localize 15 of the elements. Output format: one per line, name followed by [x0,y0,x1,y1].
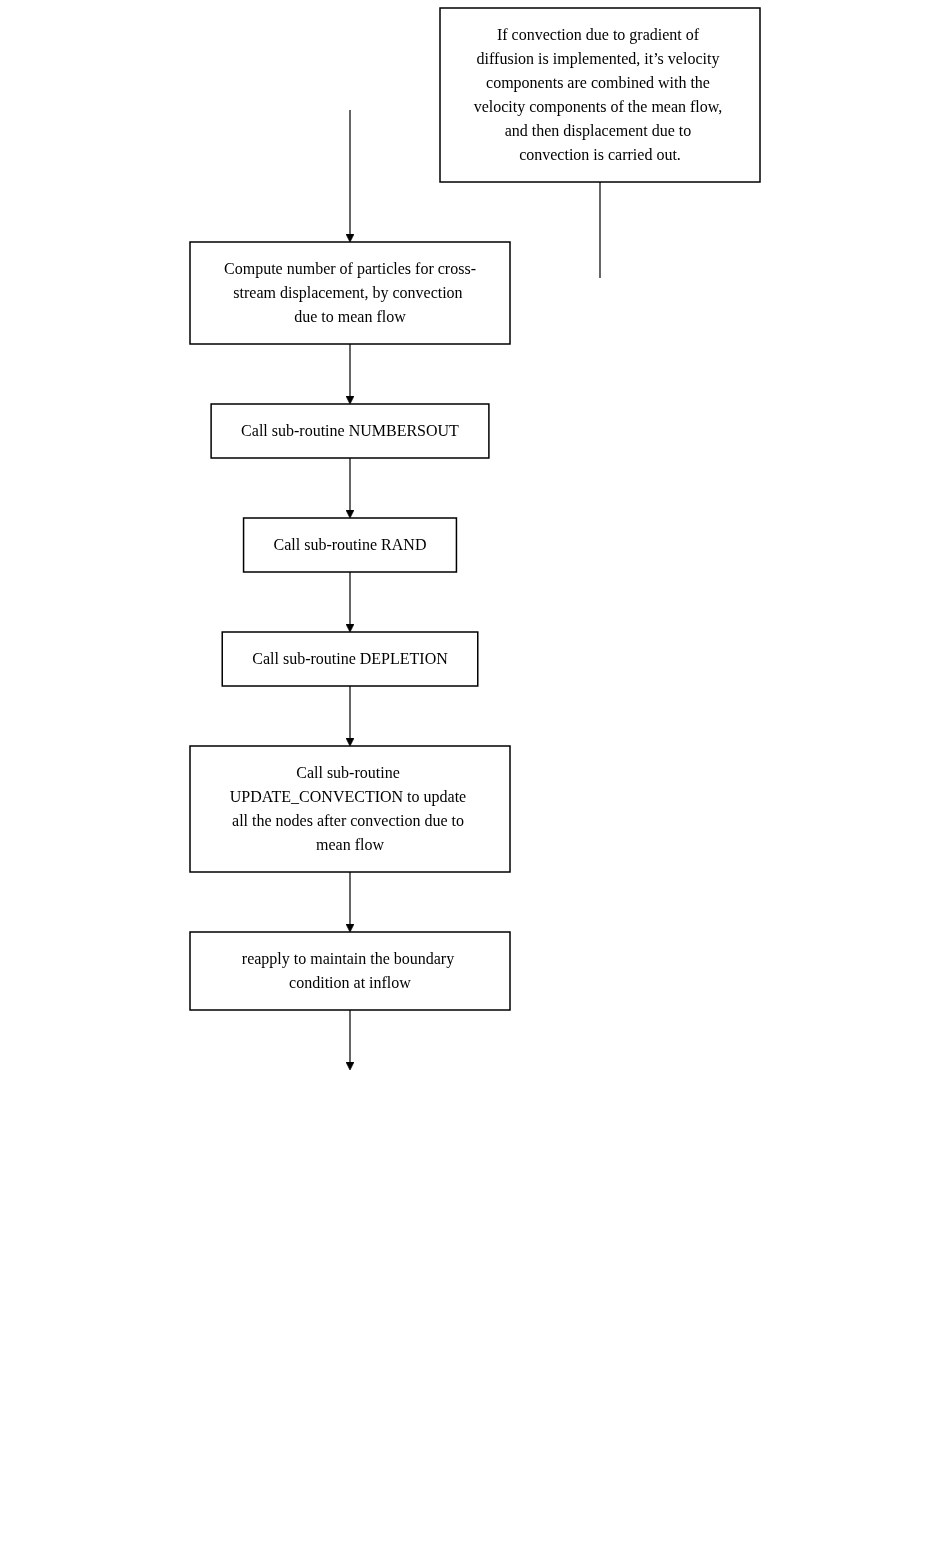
arrow [345,343,355,405]
connector [599,181,601,279]
arrow [345,109,355,243]
arrow [345,571,355,633]
node-box: Call sub-routine UPDATE_CONVECTION to update all the nodes after convection due to mean flow [189,745,511,873]
arrow [345,457,355,519]
node-box: If convection due to gradient of diffusion is implemented, it’s velocity components are combined with the velocity components of the mean flow, and then displacement due to convection is carried out. [439,7,761,183]
arrow [345,685,355,747]
node-box: Call sub-routine DEPLETION [221,631,479,687]
node-box: Call sub-routine RAND [242,517,458,573]
arrow [345,1009,355,1071]
node-box: Compute number of particles for cross-stream displacement, by convection due to mean flow [189,241,511,345]
arrow [345,871,355,933]
node-box: reapply to maintain the boundary condition at inflow [189,931,511,1011]
node-box: Call sub-routine NUMBERSOUT [210,403,490,459]
